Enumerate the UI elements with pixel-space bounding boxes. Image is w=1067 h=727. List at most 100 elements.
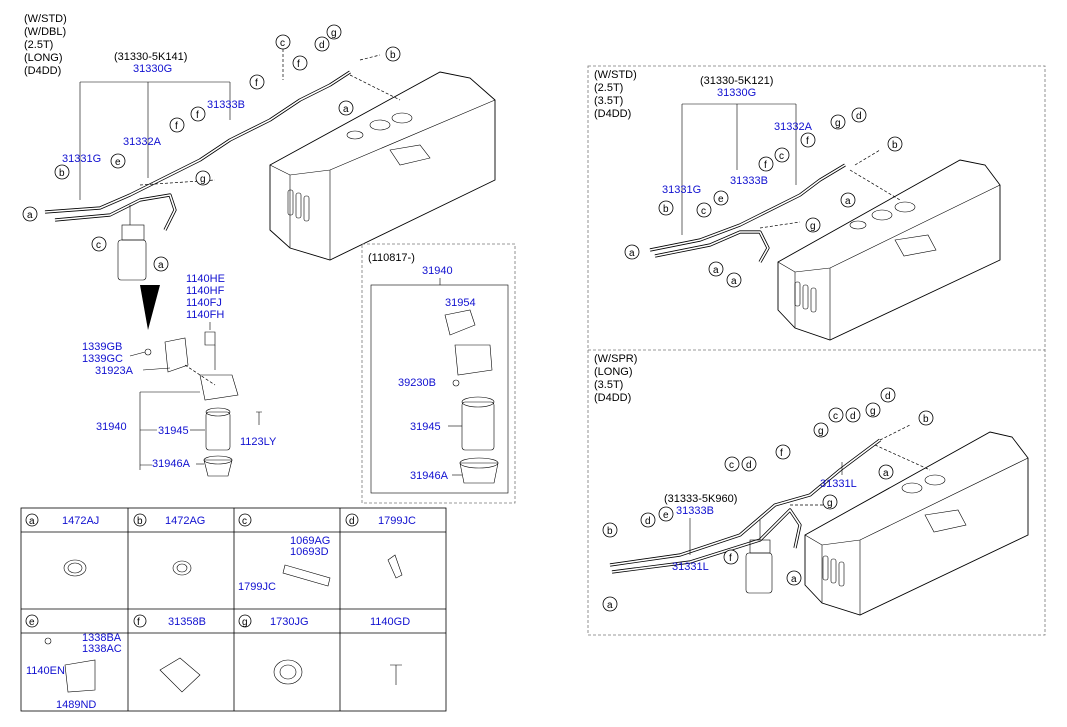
spec-line: (W/DBL) xyxy=(24,26,66,38)
svg-text:g: g xyxy=(242,617,248,628)
fuel-filter-assembly xyxy=(745,520,773,594)
part-label-31946A[interactable]: 31946A xyxy=(152,458,191,470)
part-label-31333B[interactable]: 31333B xyxy=(207,99,245,111)
svg-text:c: c xyxy=(729,460,734,471)
part-label-31332A[interactable]: 31332A xyxy=(123,136,162,148)
svg-text:g: g xyxy=(835,118,841,129)
legend-part[interactable]: 1338BA xyxy=(82,632,122,644)
svg-text:d: d xyxy=(885,391,891,402)
svg-text:a: a xyxy=(158,260,164,271)
assy-number-label[interactable]: 31330G xyxy=(717,87,756,99)
legend-cell-1140GD: 1140GD xyxy=(370,616,410,685)
svg-text:g: g xyxy=(818,426,824,437)
part-label-31331G[interactable]: 31331G xyxy=(662,184,701,196)
callout: b xyxy=(887,136,903,152)
callout: d xyxy=(845,407,861,423)
part-label-31945[interactable]: 31945 xyxy=(158,425,189,437)
svg-text:g: g xyxy=(827,498,833,509)
svg-text:f: f xyxy=(764,160,767,171)
part-label-31945[interactable]: 31945 xyxy=(410,421,441,433)
callout: c xyxy=(696,202,712,218)
svg-text:b: b xyxy=(390,50,396,61)
part-label-1123LY[interactable]: 1123LY xyxy=(240,436,277,448)
part-label-1339GB[interactable]: 1339GB xyxy=(82,341,122,353)
legend-part[interactable]: 1472AG xyxy=(165,515,205,527)
part-label-31332A[interactable]: 31332A xyxy=(774,121,813,133)
svg-text:g: g xyxy=(200,174,206,185)
part-label-31333B[interactable]: 31333B xyxy=(676,505,714,517)
bolt-label[interactable]: 1140FJ xyxy=(186,297,222,309)
callout: f xyxy=(190,106,206,122)
callout: d xyxy=(640,512,656,528)
bolt-label[interactable]: 1140HE xyxy=(186,273,225,285)
bolt-label[interactable]: 1140FH xyxy=(186,309,224,321)
fuel-tank xyxy=(777,159,1001,341)
legend-part[interactable]: 1489ND xyxy=(56,699,96,711)
svg-text:c: c xyxy=(96,240,101,251)
legend-grid: a 1472AJ b 1472AG c 1069AG 10693D 1799JC… xyxy=(20,507,447,712)
assy-number-label[interactable]: 31330G xyxy=(133,63,172,75)
svg-text:f: f xyxy=(175,121,178,132)
legend-part[interactable]: 31358B xyxy=(168,616,206,628)
legend-part[interactable]: 1799JC xyxy=(238,581,276,593)
svg-text:f: f xyxy=(255,78,258,89)
svg-text:g: g xyxy=(331,28,337,39)
svg-text:f: f xyxy=(137,617,140,628)
svg-text:b: b xyxy=(137,516,143,527)
bolt-label[interactable]: 1140HF xyxy=(186,285,225,297)
part-label-31331G[interactable]: 31331G xyxy=(62,153,101,165)
legend-part[interactable]: 1140EN xyxy=(26,665,65,677)
part-label-1339GC[interactable]: 1339GC xyxy=(82,353,123,365)
svg-text:d: d xyxy=(319,40,325,51)
legend-part[interactable]: 1338AC xyxy=(82,643,122,655)
inset-date: (110817-) xyxy=(368,252,415,264)
legend-cell-f: f 31358B xyxy=(133,614,206,693)
zoom-arrow xyxy=(140,285,160,330)
callout: b xyxy=(602,522,618,538)
callout: f xyxy=(775,444,791,460)
callout: a xyxy=(726,272,742,288)
inset-box-110817: (110817-) 31940 31954 39230B 31945 31946… xyxy=(361,243,516,504)
legend-part[interactable]: 1799JC xyxy=(378,515,416,527)
legend-part[interactable]: 1069AG xyxy=(290,535,330,547)
svg-text:d: d xyxy=(349,516,355,527)
svg-text:f: f xyxy=(297,59,300,70)
spec-line: (2.5T) xyxy=(594,82,623,94)
fuel-filter-assembly xyxy=(117,205,160,330)
part-label-31923A[interactable]: 31923A xyxy=(95,365,134,377)
part-label-31946A[interactable]: 31946A xyxy=(410,470,449,482)
callout: c xyxy=(275,34,291,50)
callout: b xyxy=(54,164,70,180)
part-label-31954[interactable]: 31954 xyxy=(445,297,476,309)
legend-part[interactable]: 1140GD xyxy=(370,616,410,628)
svg-text:a: a xyxy=(29,516,35,527)
legend-cell-d: d 1799JC xyxy=(345,513,416,579)
part-label-31331L[interactable]: 31331L xyxy=(672,561,709,573)
callout: c xyxy=(91,236,107,252)
spec-line: (W/STD) xyxy=(24,13,67,25)
svg-text:e: e xyxy=(115,157,121,168)
inset-assy-label[interactable]: 31940 xyxy=(422,265,453,277)
svg-text:d: d xyxy=(746,460,752,471)
spec-line: (3.5T) xyxy=(594,379,623,391)
part-label-31333B[interactable]: 31333B xyxy=(730,175,768,187)
spec-line: (D4DD) xyxy=(24,65,61,77)
legend-part[interactable]: 1472AJ xyxy=(62,515,99,527)
legend-part[interactable]: 10693D xyxy=(290,546,329,558)
part-label-39230B[interactable]: 39230B xyxy=(398,377,436,389)
callout: c xyxy=(724,456,740,472)
svg-text:a: a xyxy=(713,265,719,276)
fuel-tank xyxy=(804,431,1029,616)
legend-part[interactable]: 1730JG xyxy=(270,616,309,628)
callout: f xyxy=(723,549,739,565)
part-label-31331L[interactable]: 31331L xyxy=(820,478,857,490)
spec-line: (LONG) xyxy=(594,366,633,378)
callout: f xyxy=(800,132,816,148)
part-label-31940[interactable]: 31940 xyxy=(96,421,127,433)
assy-code-label: (31330-5K141) xyxy=(114,51,187,63)
callout: a xyxy=(840,192,856,208)
svg-text:a: a xyxy=(883,468,889,479)
assy-code-label: (31333-5K960) xyxy=(664,493,737,505)
svg-text:a: a xyxy=(845,196,851,207)
bottom-right-section: (W/SPR) (LONG) (3.5T) (D4DD) (31333-5K96… xyxy=(594,353,1029,616)
